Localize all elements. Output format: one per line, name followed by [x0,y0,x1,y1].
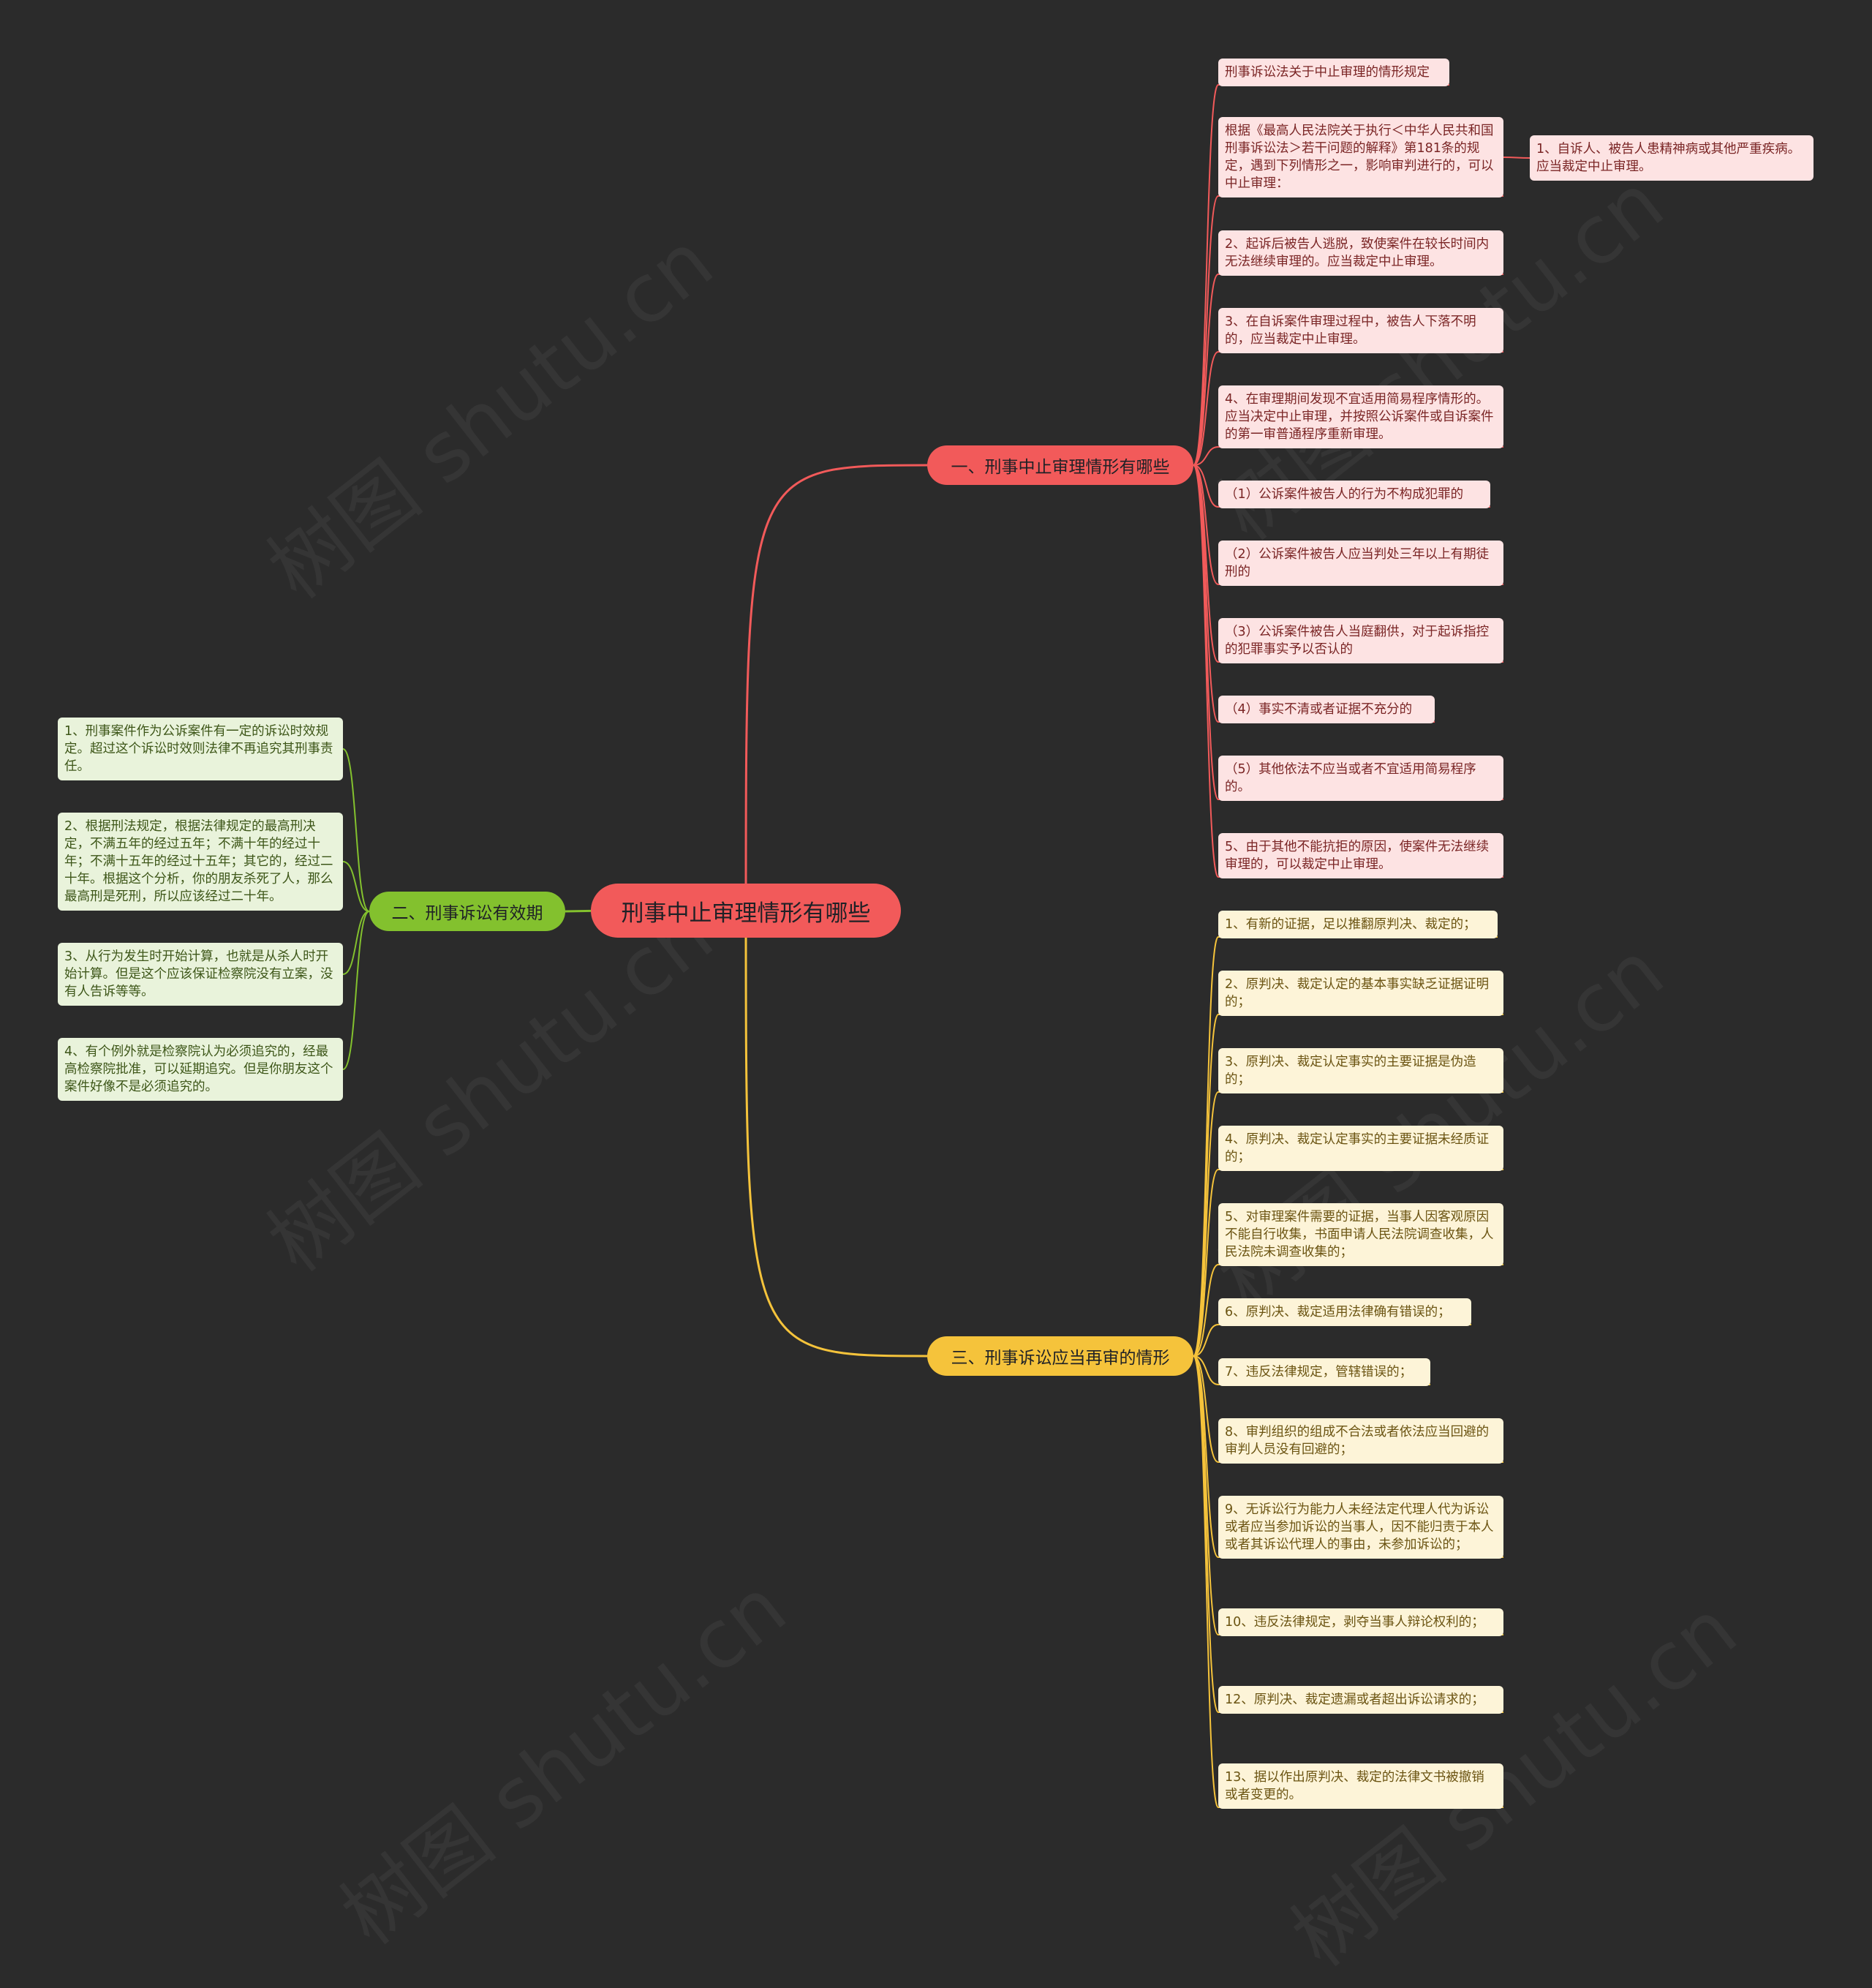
leaf-topic[interactable]: 5、对审理案件需要的证据，当事人因客观原因不能自行收集，书面申请人民法院调查收集… [1218,1203,1503,1266]
connector-line [1503,157,1531,159]
connector-line [1193,351,1503,466]
leaf-topic[interactable]: 2、起诉后被告人逃脱，致使案件在较长时间内无法继续审理的。应当裁定中止审理。 [1218,230,1503,276]
connector-line [1193,1355,1430,1385]
connector-line [1193,1355,1503,1558]
connector-line [342,911,370,1070]
leaf-topic[interactable]: 2、原判决、裁定认定的基本事实缺乏证据证明的； [1218,971,1503,1016]
leaf-topic[interactable]: 2、根据刑法规定，根据法律规定的最高刑决定，不满五年的经过五年；不满十年的经过十… [58,813,343,911]
leaf-topic[interactable]: 12、原判决、裁定遗漏或者超出诉讼请求的； [1218,1686,1503,1714]
connector-line [1193,464,1503,585]
connector-line [342,861,370,912]
connector-line [1193,1355,1503,1808]
leaf-topic[interactable]: 根据《最高人民法院关于执行＜中华人民共和国刑事诉讼法＞若干问题的解释》第181条… [1218,117,1503,197]
leaf-topic[interactable]: 8、审判组织的组成不合法或者依法应当回避的审判人员没有回避的； [1218,1418,1503,1464]
connector-line [744,910,928,1358]
leaf-topic[interactable]: 4、原判决、裁定认定事实的主要证据未经质证的； [1218,1126,1503,1171]
leaf-topic[interactable]: 3、在自诉案件审理过程中，被告人下落不明的，应当裁定中止审理。 [1218,308,1503,353]
leaf-topic[interactable]: （4）事实不清或者证据不充分的 [1218,696,1435,723]
connector-line [1193,84,1449,466]
root-topic[interactable]: 刑事中止审理情形有哪些 [591,884,901,938]
branch-topic-retrial[interactable]: 三、刑事诉讼应当再审的情形 [927,1336,1193,1376]
connector-lines [342,84,1531,1808]
leaf-topic[interactable]: 9、无诉讼行为能力人未经法定代理人代为诉讼或者应当参加诉讼的当事人，因不能归责于… [1218,1496,1503,1559]
connector-line [1193,1264,1503,1357]
leaf-topic[interactable]: 10、违反法律规定，剥夺当事人辩论权利的； [1218,1608,1503,1636]
leaf-topic[interactable]: 4、有个例外就是检察院认为必须追究的，经最高检察院批准，可以延期追究。但是你朋友… [58,1038,343,1101]
connector-line [1193,1355,1503,1463]
leaf-topic[interactable]: （5）其他依法不应当或者不宜适用简易程序的。 [1218,756,1503,801]
leaf-topic[interactable]: （2）公诉案件被告人应当判处三年以上有期徒刑的 [1218,541,1503,586]
leaf-topic[interactable]: 6、原判决、裁定适用法律确有错误的； [1218,1298,1471,1326]
connector-line [1193,1169,1503,1357]
leaf-topic[interactable]: 1、有新的证据，足以推翻原判决、裁定的； [1218,911,1498,938]
connector-line [1193,274,1503,466]
leaf-topic[interactable]: 5、由于其他不能抗拒的原因，使案件无法继续审理的，可以裁定中止审理。 [1218,833,1503,878]
leaf-topic[interactable]: 13、据以作出原判决、裁定的法律文书被撤销或者变更的。 [1218,1763,1503,1809]
connector-line [1193,195,1503,466]
connector-line [342,911,370,975]
leaf-topic[interactable]: 刑事诉讼法关于中止审理的情形规定 [1218,59,1449,86]
connector-line [1193,446,1503,466]
leaf-topic[interactable]: 4、在审理期间发现不宜适用简易程序情形的。应当决定中止审理，并按照公诉案件或自诉… [1218,385,1503,448]
leaf-topic[interactable]: 3、从行为发生时开始计算，也就是从杀人时开始计算。但是这个应该保证检察院没有立案… [58,943,343,1006]
leaf-topic[interactable]: 7、违反法律规定，管辖错误的； [1218,1358,1430,1386]
sub-leaf-topic[interactable]: 1、自诉人、被告人患精神病或其他严重疾病。应当裁定中止审理。 [1530,135,1814,181]
connector-line [744,464,928,911]
leaf-topic[interactable]: （1）公诉案件被告人的行为不构成犯罪的 [1218,481,1490,508]
connector-line [1193,1091,1503,1357]
leaf-topic[interactable]: 3、原判决、裁定认定事实的主要证据是伪造的； [1218,1048,1503,1093]
connector-line [1193,1324,1471,1357]
branch-topic-validity[interactable]: 二、刑事诉讼有效期 [369,892,565,931]
leaf-topic[interactable]: （3）公诉案件被告人当庭翻供，对于起诉指控的犯罪事实予以否认的 [1218,618,1503,663]
leaf-topic[interactable]: 1、刑事案件作为公诉案件有一定的诉讼时效规定。超过这个诉讼时效则法律不再追究其刑… [58,718,343,780]
connector-line [342,748,370,912]
connector-line [1193,464,1503,878]
connector-line [1193,464,1490,508]
branch-topic-suspension[interactable]: 一、刑事中止审理情形有哪些 [927,445,1193,485]
